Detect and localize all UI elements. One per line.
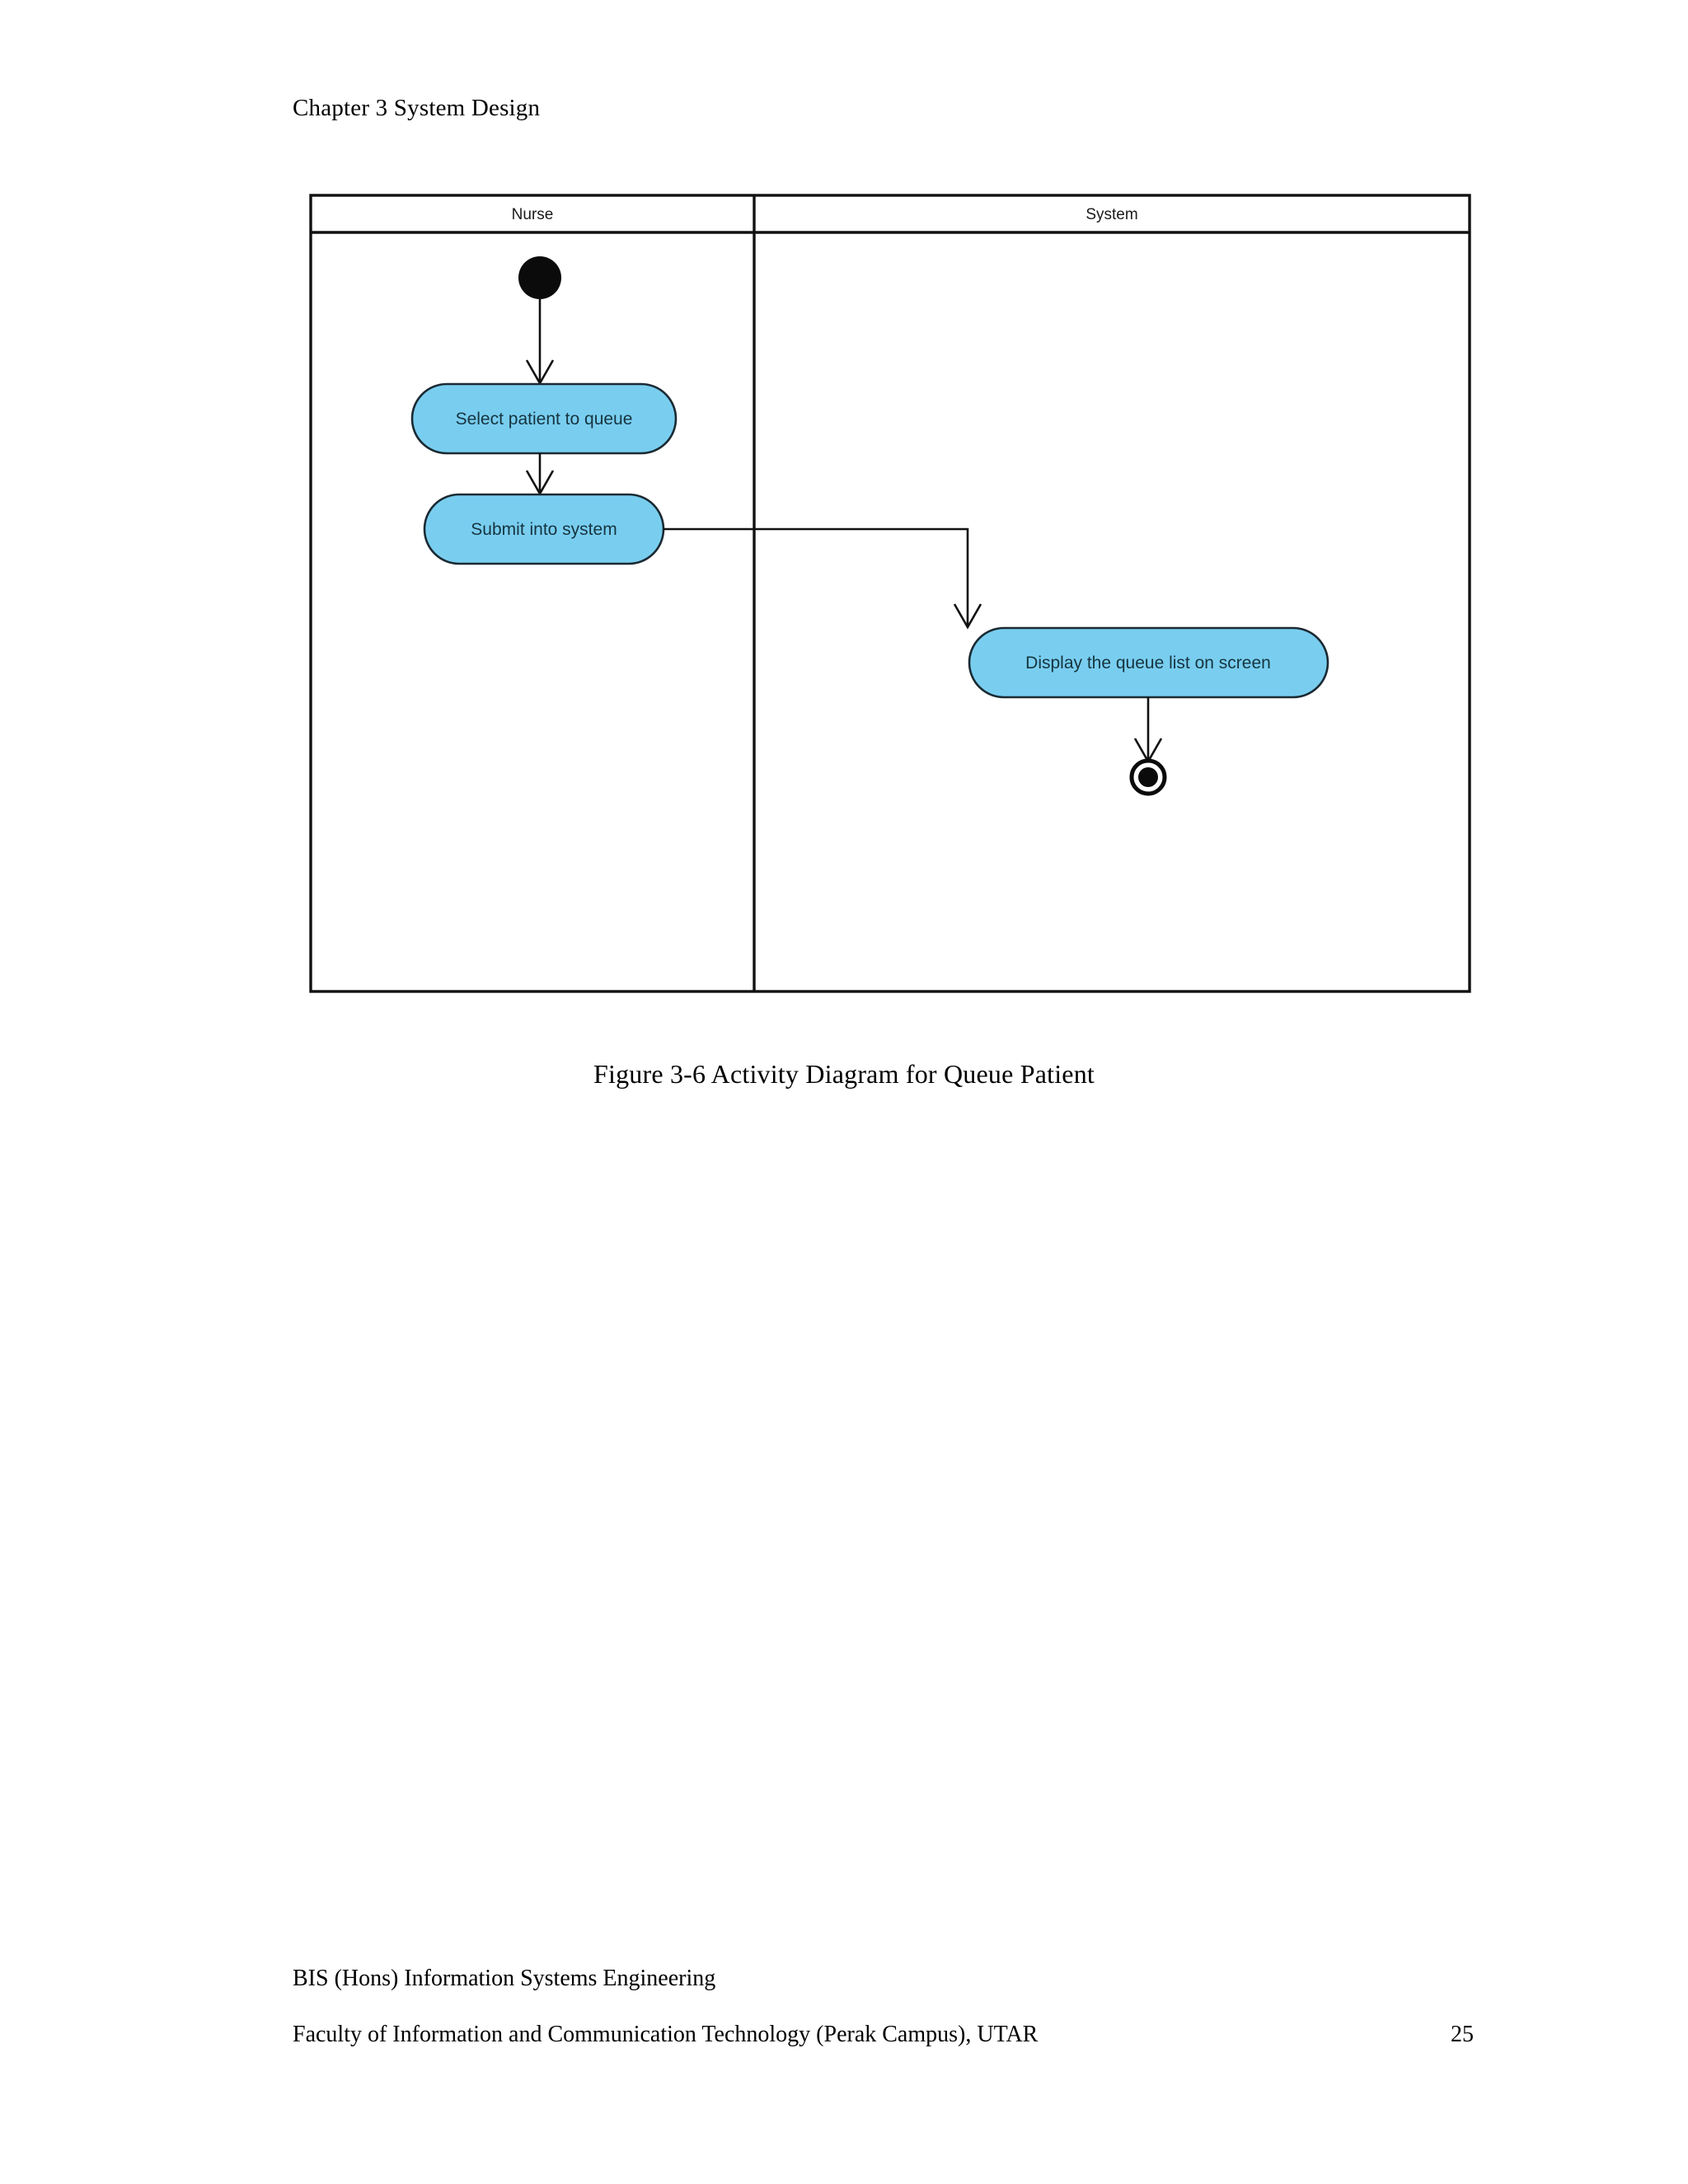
edge-submit-to-display [663, 527, 969, 627]
footer-faculty: Faculty of Information and Communication… [293, 2022, 1039, 2047]
action-node-display-queue-list-label: Display the queue list on screen [1025, 654, 1271, 673]
arrow-head-submit-to-display [953, 603, 982, 630]
swimlane-frame [309, 194, 1471, 993]
chapter-header: Chapter 3 System Design [293, 95, 541, 121]
action-node-select-patient-label: Select patient to queue [456, 410, 633, 429]
footer-page-number: 25 [1451, 2022, 1474, 2047]
action-node-select-patient[interactable] [410, 382, 678, 455]
figure-caption: Figure 3-6 Activity Diagram for Queue Pa… [593, 1059, 1095, 1089]
activity-diagram-figure: Nurse System Select patient to queue Sub… [308, 193, 1472, 994]
lane-title-nurse: Nurse [512, 206, 554, 223]
footer-programme: BIS (Hons) Information Systems Engineeri… [293, 1966, 716, 1991]
final-node-core [1138, 767, 1158, 787]
initial-node [518, 256, 561, 299]
action-node-submit-into-system-label: Submit into system [471, 520, 617, 539]
lane-title-system: System [1085, 206, 1137, 223]
